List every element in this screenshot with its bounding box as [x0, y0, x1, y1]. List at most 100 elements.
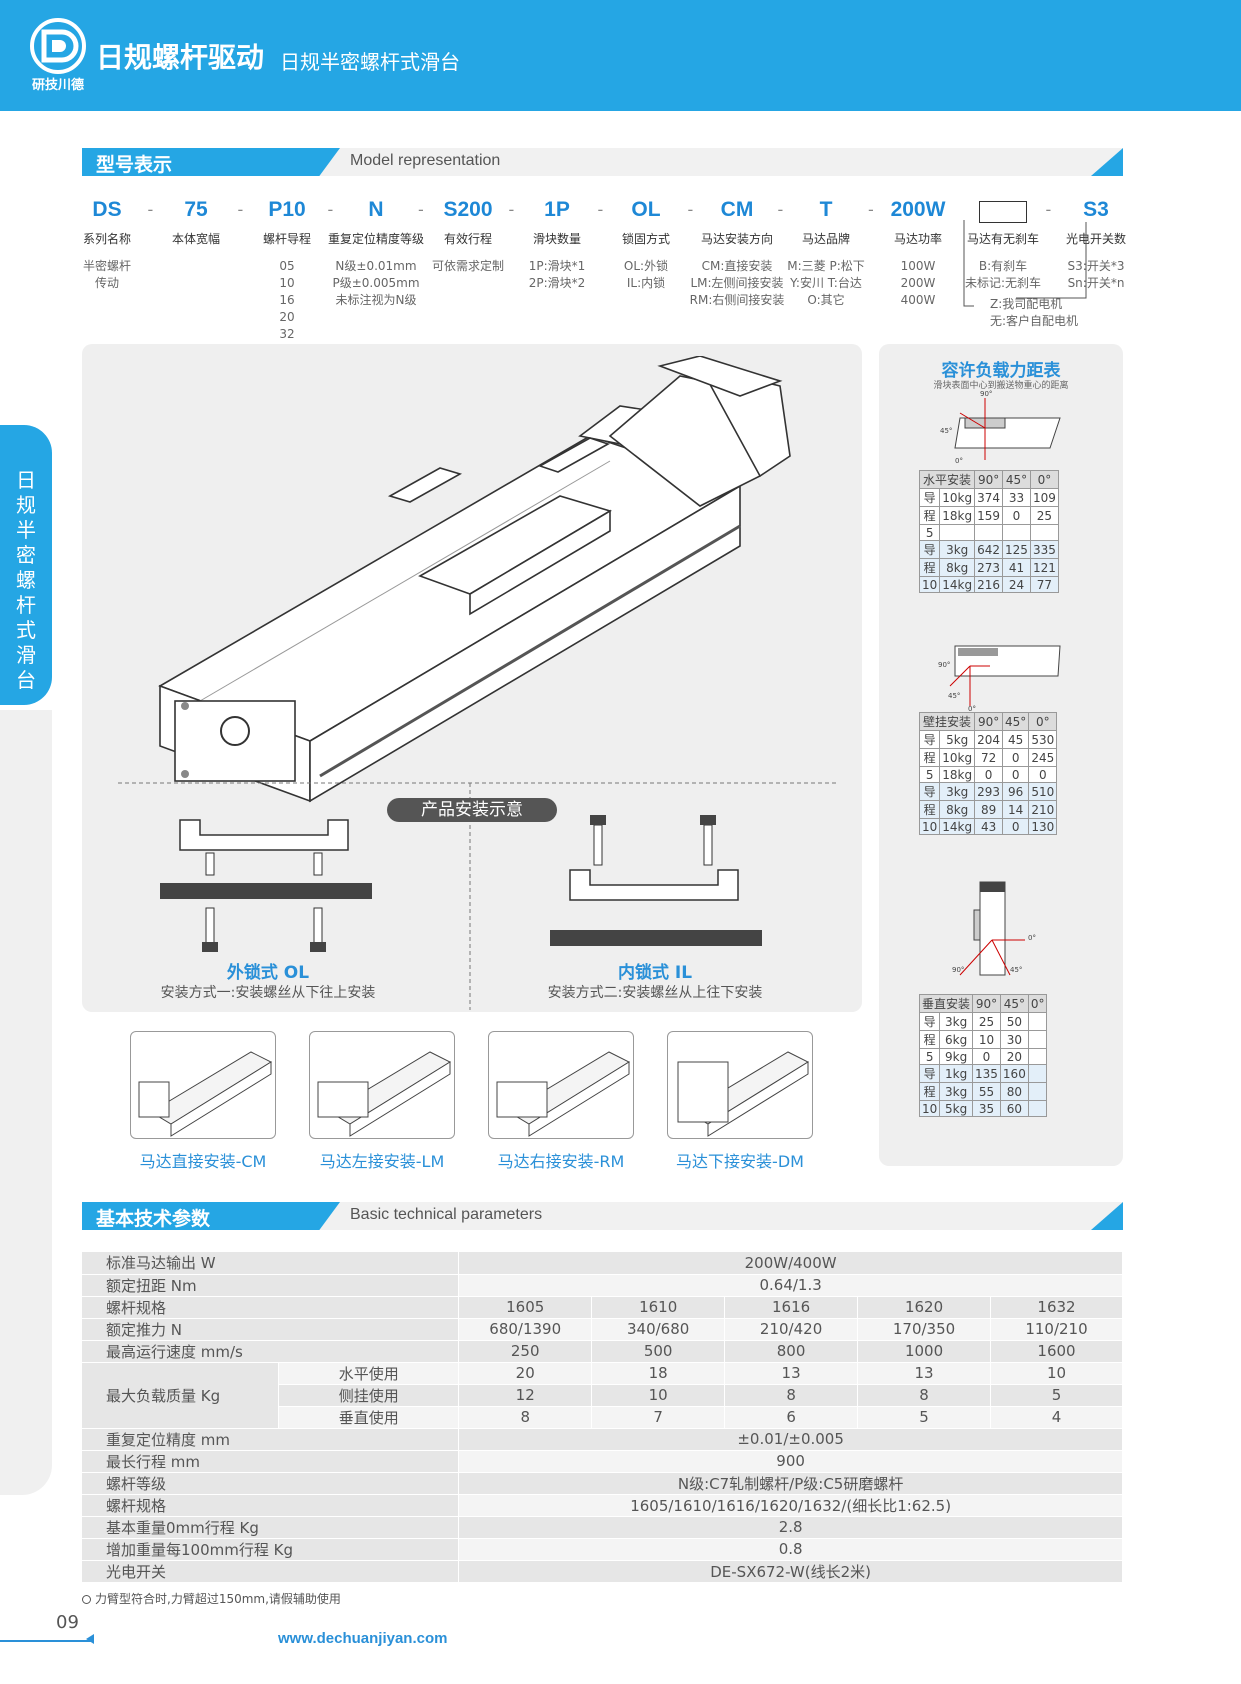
- model-code-label-5: 滑块数量: [532, 232, 581, 246]
- spec-label: 额定扭距 Nm: [82, 1274, 460, 1297]
- load-cell: 41: [1002, 558, 1031, 577]
- lead-label: 导: [918, 540, 941, 559]
- model-code-5: 1P: [544, 198, 570, 221]
- spec-value: 20: [458, 1362, 593, 1385]
- spec-label: 光电开关: [82, 1560, 460, 1583]
- lead-label: 程: [918, 800, 941, 819]
- load-cell: 0: [1002, 766, 1030, 783]
- load-head-cell: 水平安装: [918, 470, 976, 489]
- code-separator: -: [687, 200, 694, 219]
- model-code-label-8: 马达品牌: [801, 232, 850, 246]
- model-section-title: 型号表示: [96, 154, 173, 176]
- model-code-6: OL: [631, 198, 661, 221]
- deg-45: 45°: [940, 427, 952, 435]
- lead-label: 5: [918, 766, 941, 783]
- code-separator: -: [147, 200, 154, 219]
- website-link[interactable]: www.dechuanjiyan.com: [278, 1630, 448, 1647]
- lead-label: 程: [918, 1082, 941, 1101]
- page-title: 日规螺杆驱动: [96, 41, 265, 74]
- spec-value: 水平使用: [278, 1362, 460, 1385]
- spec-value: 10: [990, 1362, 1123, 1385]
- load-cell: 9kg: [939, 1048, 974, 1065]
- lead-label: 导: [918, 730, 941, 749]
- spec-label: 最高运行速度 mm/s: [82, 1340, 460, 1363]
- spec-value: 1000: [857, 1340, 991, 1363]
- load-cell: 109: [1029, 488, 1059, 507]
- spec-value: 110/210: [990, 1318, 1123, 1341]
- load-cell: 245: [1028, 748, 1058, 767]
- spec-value: 680/1390: [458, 1318, 593, 1341]
- load-head-cell: 45°: [1002, 470, 1031, 489]
- load-cell: 5kg: [939, 730, 976, 749]
- load-head-cell: 45°: [999, 994, 1029, 1013]
- load-head-cell: 垂直安装: [918, 994, 974, 1013]
- spec-value: 210/420: [724, 1318, 859, 1341]
- load-cell: 60: [999, 1100, 1029, 1117]
- load-cell: 10kg: [939, 748, 976, 767]
- model-code-values-3: N级±0.01mm P级±0.005mm 未标注视为N级: [332, 259, 420, 307]
- load-subtitle: 滑块表面中心到搬送物重心的距离: [933, 381, 1069, 391]
- spec-label: 额定推力 N: [82, 1318, 460, 1341]
- motor-note-1: Z:我司配电机: [990, 297, 1063, 311]
- load-cell: 0: [1002, 748, 1030, 767]
- motor-mount-thumb-0: [130, 1031, 276, 1139]
- model-code-label-6: 锁固方式: [621, 232, 670, 246]
- page-header: [0, 0, 1241, 111]
- deg-45-wall: 45°: [948, 692, 960, 700]
- load-cell: 3kg: [939, 1082, 974, 1101]
- deg-90: 90°: [980, 390, 992, 398]
- load-cell: 25: [1029, 506, 1059, 525]
- params-section-bar: 基本技术参数 Basic technical parameters: [82, 1202, 1123, 1230]
- load-cell: 3kg: [939, 540, 976, 559]
- code-separator: -: [508, 200, 515, 219]
- spec-value: 0.64/1.3: [458, 1274, 1123, 1297]
- motor-mount-caption-1: 马达左接安装-LM: [319, 1152, 445, 1171]
- load-head-cell: 0°: [1027, 994, 1048, 1013]
- model-code-values-9: 100W 200W 400W: [900, 259, 936, 307]
- load-cell: 0: [1028, 766, 1058, 783]
- spec-value: 5: [990, 1384, 1123, 1407]
- logo-text: 研技川德: [31, 78, 84, 93]
- motor-mount-caption-0: 马达直接安装-CM: [139, 1152, 267, 1171]
- spec-label: 增加重量每100mm行程 Kg: [82, 1538, 460, 1561]
- code-separator: -: [868, 200, 874, 219]
- spec-value: 10: [591, 1384, 726, 1407]
- side-shadow: [0, 710, 52, 1495]
- deg-90-vert: 90°: [952, 966, 964, 974]
- load-cell: 0: [1002, 818, 1030, 835]
- load-cell: 159: [974, 506, 1004, 525]
- spec-value: 200W/400W: [458, 1252, 1123, 1275]
- lead-label: 5: [918, 524, 941, 541]
- model-section-bar: 型号表示 Model representation: [82, 148, 1123, 176]
- load-cell: 5kg: [939, 1100, 974, 1117]
- spec-value: 1616: [724, 1296, 859, 1319]
- lead-label: 10: [918, 818, 941, 835]
- load-cell: [1027, 1064, 1048, 1083]
- spec-value: 5: [857, 1406, 991, 1429]
- load-head-cell: 45°: [1002, 712, 1030, 731]
- code-separator: -: [327, 200, 334, 219]
- wall-mount-diagram: 90° 45° 0°: [938, 645, 1061, 711]
- load-cell: 273: [974, 558, 1004, 577]
- spec-value: N级:C7轧制螺杆/P级:C5研磨螺杆: [458, 1472, 1123, 1495]
- spec-value: DE-SX672-W(线长2米): [458, 1560, 1123, 1583]
- model-section-title-en: Model representation: [350, 152, 501, 169]
- load-cell: [1027, 1082, 1048, 1101]
- install-diagrams: [118, 782, 838, 1010]
- load-head-cell: 90°: [974, 470, 1004, 489]
- deg-0-wall: 0°: [968, 705, 976, 711]
- load-cell: 35: [972, 1100, 1001, 1117]
- load-cell: 130: [1028, 818, 1058, 835]
- model-code-8: T: [819, 198, 833, 221]
- model-code-values-0: 半密螺杆 传动: [82, 259, 131, 290]
- motor-mount-caption-3: 马达下接安装-DM: [676, 1152, 804, 1171]
- model-code-1: 75: [184, 198, 208, 221]
